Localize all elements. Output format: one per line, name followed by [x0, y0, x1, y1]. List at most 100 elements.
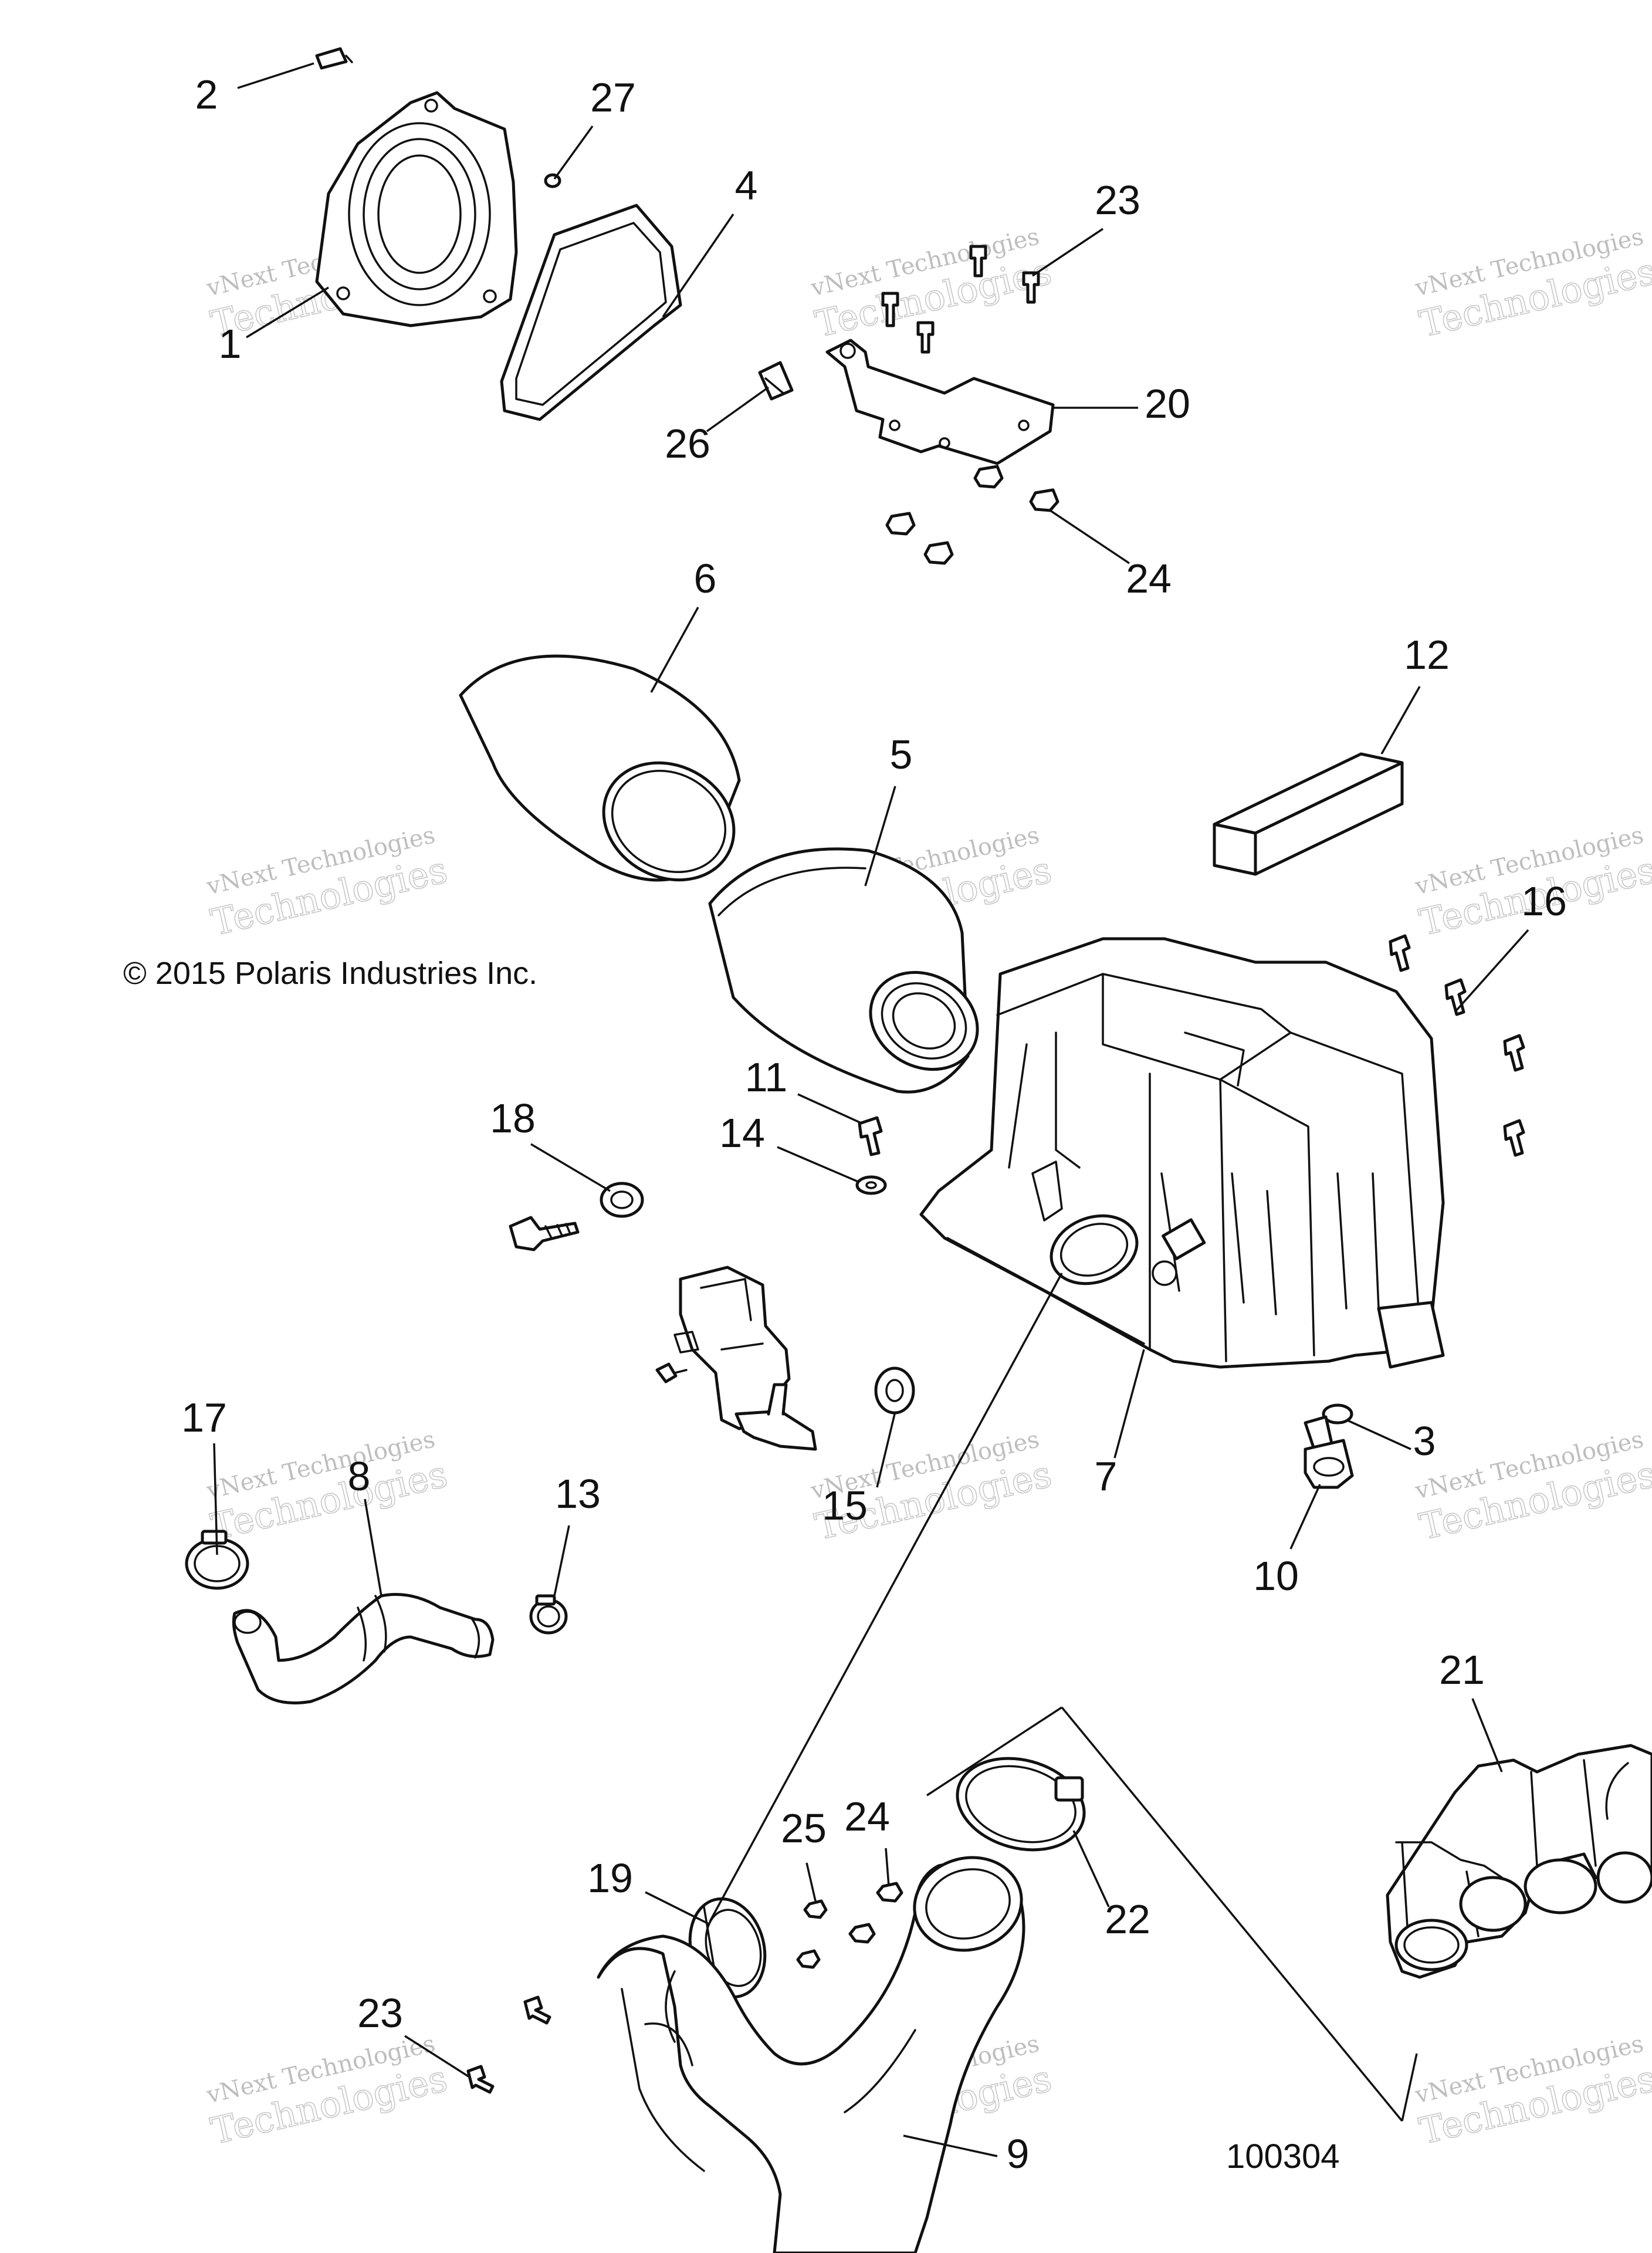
part-15-grommet	[874, 1366, 915, 1415]
leader-lines	[213, 62, 1529, 2157]
leader-line-11	[797, 1093, 863, 1125]
part-5-air-filter	[708, 847, 979, 1094]
valve-screw	[655, 1362, 688, 1383]
leader-line-14	[777, 1146, 860, 1183]
part-3-o-ring	[1322, 1403, 1353, 1425]
callout-22: 22	[1105, 1896, 1150, 1942]
callout-6: 6	[694, 556, 717, 601]
leader-line-23	[404, 2035, 470, 2078]
leader-line-4	[662, 214, 734, 317]
part-10-drain-valve	[1304, 1415, 1354, 1489]
part-20-bracket	[825, 339, 1055, 465]
callout-9: 9	[1007, 2131, 1030, 2177]
part-11-bolt	[858, 1116, 883, 1156]
part-21-intake-manifold	[1386, 1744, 1652, 1979]
callout-19: 19	[587, 1855, 633, 1901]
leader-line-15	[876, 1413, 896, 1488]
callout-3: 3	[1413, 1418, 1436, 1464]
part-6-prefilter-sleeve	[459, 654, 741, 882]
callout-15: 15	[822, 1483, 868, 1528]
part-27-nut	[544, 173, 561, 188]
callout-1: 1	[219, 321, 242, 367]
leader-line-18	[530, 1143, 611, 1192]
leader-line-21	[1471, 1698, 1503, 1772]
leader-line-23	[1032, 228, 1103, 277]
part-13-clamp	[529, 1594, 568, 1635]
callout-13: 13	[555, 1471, 601, 1517]
callout-10: 10	[1253, 1553, 1299, 1599]
callout-8: 8	[348, 1453, 371, 1499]
callout-18: 18	[490, 1095, 536, 1141]
leader-line-2	[237, 62, 314, 89]
long-leader-line	[1401, 2053, 1418, 2122]
callout-numbers: 2 27 4 23 1 20 26 24 6 12 5 16 11 18 14 3 7 17 8 13 15 10 21 25…	[181, 72, 1567, 2177]
callout-23: 23	[1095, 177, 1140, 223]
sensor	[509, 1216, 580, 1251]
callout-17: 17	[181, 1395, 227, 1440]
leader-line-3	[1346, 1419, 1411, 1450]
part-23-screws-bottom	[466, 1995, 551, 2094]
copyright-notice: © 2015 Polaris Industries Inc.	[123, 956, 537, 991]
leader-line-13	[553, 1525, 570, 1596]
part-22-band-clamp	[956, 1757, 1086, 1852]
leader-line-22	[1072, 1830, 1110, 1907]
long-leader-line	[926, 1706, 1062, 1797]
leader-line-10	[1289, 1484, 1321, 1550]
part-4-seal	[500, 204, 682, 421]
part-18-grommet	[600, 1182, 644, 1218]
callout-14: 14	[719, 1110, 765, 1156]
leader-line-24	[1050, 509, 1130, 564]
callout-5: 5	[890, 732, 913, 777]
valve-assembly	[673, 1266, 817, 1451]
callout-24: 24	[844, 1794, 890, 1839]
callout-16: 16	[1521, 878, 1567, 924]
leader-line-24	[885, 1848, 890, 1887]
part-24-nuts-top	[885, 465, 1059, 565]
leader-line-16	[1454, 929, 1529, 1013]
callout-26: 26	[665, 421, 710, 466]
callout-24: 24	[1126, 556, 1172, 601]
callout-27: 27	[590, 75, 636, 120]
callout-2: 2	[195, 72, 218, 117]
callout-7: 7	[1095, 1453, 1118, 1499]
part-14-washer	[855, 1175, 887, 1195]
part-7-air-box	[919, 937, 1445, 1369]
part-8-hose	[232, 1593, 495, 1704]
part-25-nut	[796, 1899, 828, 1969]
leader-line-12	[1380, 686, 1421, 755]
leader-line-26	[706, 386, 770, 432]
leader-line-7	[1113, 1349, 1145, 1459]
callout-11: 11	[745, 1054, 788, 1100]
diagram-id: 100304	[1226, 2137, 1340, 2176]
callout-25: 25	[781, 1805, 827, 1851]
leader-line-27	[553, 125, 594, 180]
part-17-hose-clamp	[185, 1530, 249, 1590]
part-23-screws-top	[881, 245, 1040, 354]
leader-line-17	[213, 1443, 218, 1555]
leader-line-19	[645, 1891, 710, 1926]
leader-line-5	[864, 786, 896, 887]
callout-23: 23	[357, 1990, 403, 2036]
leader-line-9	[903, 2134, 998, 2157]
leader-line-6	[650, 607, 699, 693]
part-9-intake-duct	[597, 1856, 1025, 2253]
callout-21: 21	[1439, 1647, 1485, 1693]
callout-20: 20	[1145, 381, 1190, 427]
leader-line-25	[805, 1862, 817, 1902]
leader-line-8	[364, 1498, 382, 1596]
part-1-adapter-plate	[315, 91, 518, 327]
part-26-clip-nut	[758, 361, 794, 401]
callout-4: 4	[735, 163, 758, 208]
leader-line-1	[246, 286, 329, 339]
part-24-nuts-bottom	[848, 1882, 903, 1944]
long-leader-line	[709, 1273, 1063, 1922]
callout-12: 12	[1404, 632, 1450, 678]
part-12-foam-block	[1213, 752, 1404, 876]
